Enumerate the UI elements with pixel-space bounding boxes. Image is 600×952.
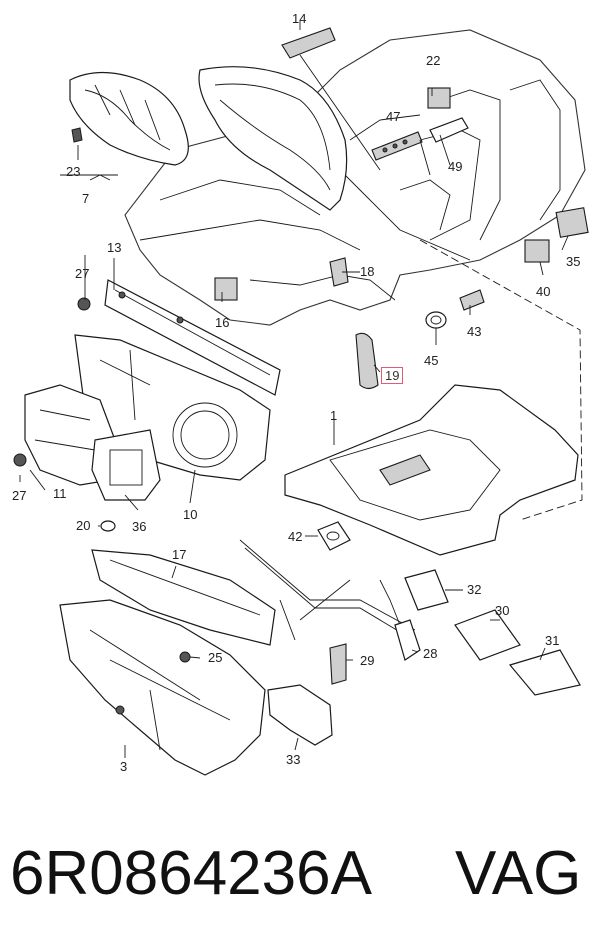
callout-11: 11 bbox=[53, 486, 67, 501]
callout-27-upper: 27 bbox=[75, 266, 90, 281]
part-36-plate bbox=[91, 429, 161, 501]
callout-3: 3 bbox=[120, 759, 128, 774]
callout-18: 18 bbox=[360, 264, 375, 279]
part-27-grommet-upper bbox=[77, 297, 91, 311]
bonnet-insulation bbox=[198, 66, 348, 211]
part-18-panel bbox=[329, 257, 349, 287]
part-3-bulkhead-insulation bbox=[59, 599, 266, 776]
exploded-parts-diagram bbox=[13, 20, 589, 776]
part-30-mat bbox=[454, 609, 521, 661]
callout-29: 29 bbox=[360, 653, 375, 668]
part-13-strip bbox=[104, 279, 281, 396]
part-31-mat bbox=[508, 649, 581, 696]
part-19-wheelarch-liner bbox=[355, 332, 379, 390]
part-40-block bbox=[524, 239, 550, 263]
car-body-shell bbox=[124, 29, 586, 326]
part-42-mount bbox=[317, 521, 351, 551]
part-28-crossmember bbox=[239, 539, 421, 661]
callout-31: 31 bbox=[545, 633, 560, 648]
callout-33: 33 bbox=[286, 752, 301, 767]
callout-35: 35 bbox=[566, 254, 581, 269]
callout-36: 36 bbox=[132, 519, 147, 534]
callout-17: 17 bbox=[172, 547, 187, 562]
part-43-clip bbox=[459, 289, 485, 311]
callout-23: 23 bbox=[66, 164, 81, 179]
callout-19-highlighted: 19 bbox=[381, 367, 404, 384]
callout-10: 10 bbox=[183, 507, 198, 522]
callout-7: 7 bbox=[82, 191, 90, 206]
callout-25: 25 bbox=[208, 650, 223, 665]
part-45-grommet bbox=[425, 311, 447, 329]
part-49-pad bbox=[429, 117, 469, 143]
part-17-strip bbox=[91, 549, 276, 646]
callout-20: 20 bbox=[76, 518, 91, 533]
callout-47: 47 bbox=[386, 109, 401, 124]
callout-1: 1 bbox=[330, 408, 338, 423]
part-29-pad bbox=[329, 643, 347, 685]
part-7-insulation-mat bbox=[60, 71, 189, 181]
part-47-pad bbox=[371, 131, 423, 161]
part-16-pad bbox=[214, 277, 238, 301]
callout-13: 13 bbox=[107, 240, 122, 255]
callout-45: 45 bbox=[424, 353, 439, 368]
part-33-mat bbox=[267, 684, 333, 746]
callout-22: 22 bbox=[426, 53, 441, 68]
callout-27-lower: 27 bbox=[12, 488, 27, 503]
callout-32: 32 bbox=[467, 582, 482, 597]
part-20-grommet bbox=[100, 520, 116, 532]
leader-lines bbox=[19, 88, 569, 758]
callout-14: 14 bbox=[292, 11, 307, 26]
callout-30: 30 bbox=[495, 603, 510, 618]
part-14-bracket bbox=[281, 20, 381, 171]
callout-42: 42 bbox=[288, 529, 303, 544]
part-27-grommet-lower bbox=[13, 453, 27, 467]
callout-28: 28 bbox=[423, 646, 438, 661]
callout-40: 40 bbox=[536, 284, 551, 299]
part-35-pad bbox=[555, 207, 589, 238]
callout-16: 16 bbox=[215, 315, 230, 330]
part-32-mat bbox=[404, 569, 449, 611]
callout-43: 43 bbox=[467, 324, 482, 339]
part-number: 6R0864236A bbox=[10, 839, 372, 908]
brand-label: VAG bbox=[455, 839, 582, 908]
callout-49: 49 bbox=[448, 159, 463, 174]
part-22-pad bbox=[427, 87, 451, 109]
part-1-floor-carpet bbox=[284, 239, 583, 556]
